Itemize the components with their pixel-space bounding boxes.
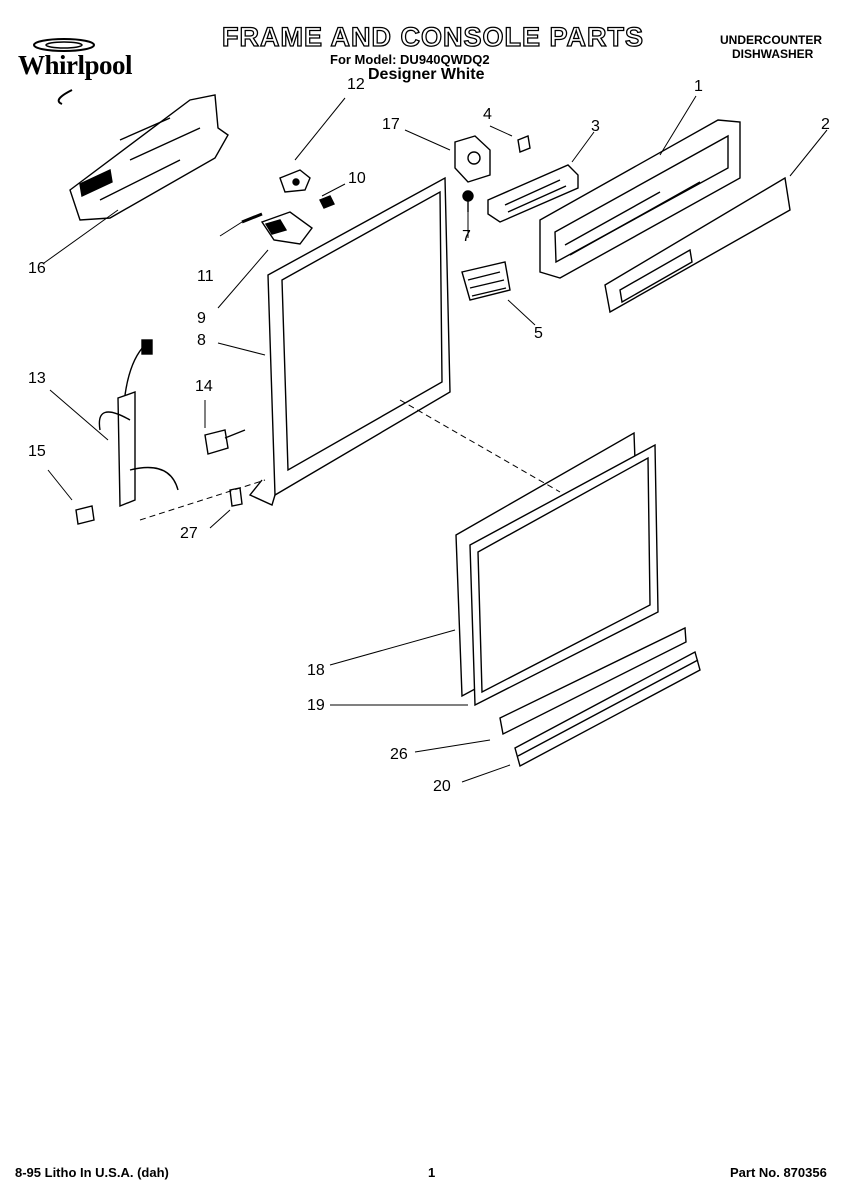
part-11-plug: [319, 195, 335, 209]
callout-16: 16: [28, 260, 46, 277]
part-3-control-module: [487, 164, 579, 223]
part-13-wire-harness: [98, 339, 179, 508]
callout-26: 26: [390, 746, 408, 763]
model-number: For Model: DU940QWDQ2: [330, 52, 490, 67]
part-14-switch: [204, 429, 246, 455]
callout-9: 12: [347, 76, 365, 93]
leader-lines: [43, 95, 828, 783]
callout-4: 4: [483, 106, 492, 123]
callout-15: 15: [28, 443, 46, 460]
callout-1: 1: [694, 78, 703, 95]
callout-17: 17: [382, 116, 400, 133]
callout-2: 2: [821, 116, 830, 133]
part-4-clip: [517, 135, 531, 153]
callout-20: 20: [433, 778, 451, 795]
brand-name: Whirlpool: [18, 50, 133, 80]
callout-14: 14: [195, 378, 213, 395]
part-1-console-panel: [539, 119, 741, 279]
callout-12: 11: [197, 268, 214, 285]
callout-5: 5: [534, 325, 543, 342]
litho-note: 8-95 Litho In U.S.A. (dah): [15, 1165, 169, 1180]
callout-13: 13: [28, 370, 46, 387]
whirlpool-logo: Whirlpool: [12, 28, 182, 108]
part-17-switch-housing: [454, 135, 491, 183]
product-type-line2: DISHWASHER: [732, 47, 814, 61]
part-8-door-frame: [248, 176, 451, 506]
callout-19: 19: [307, 697, 325, 714]
logo-swirl-icon: [33, 38, 95, 105]
part-2-trim-strip: [604, 176, 791, 314]
part-16-cover: [69, 94, 229, 221]
part-number: Part No. 870356: [730, 1165, 827, 1180]
part-7-screw: [462, 190, 474, 212]
color-name: Designer White: [368, 66, 485, 83]
part-20-trim: [514, 650, 701, 768]
callout-8: 8: [197, 332, 206, 349]
part-10-bracket: [260, 211, 313, 245]
part-15-screw: [75, 505, 95, 525]
callout-27: 27: [180, 525, 198, 542]
callout-3: 3: [591, 118, 600, 135]
part-12-pin: [241, 212, 263, 224]
part-26-trim: [499, 626, 687, 736]
callout-18: 18: [307, 662, 325, 679]
callout-10: 9: [197, 310, 206, 327]
callout-11: 10: [348, 170, 366, 187]
part-9-bracket: [279, 169, 311, 193]
page-number: 1: [428, 1165, 436, 1180]
page-title: FRAME AND CONSOLE PARTS: [221, 21, 645, 52]
dashed-guides: [139, 399, 561, 521]
part-27-clip: [229, 487, 243, 507]
product-type-line1: UNDERCOUNTER: [720, 33, 822, 47]
callout-7: 7: [462, 228, 471, 245]
part-5-keypad-assembly: [461, 261, 511, 301]
part-18-door-panel: [455, 431, 659, 707]
